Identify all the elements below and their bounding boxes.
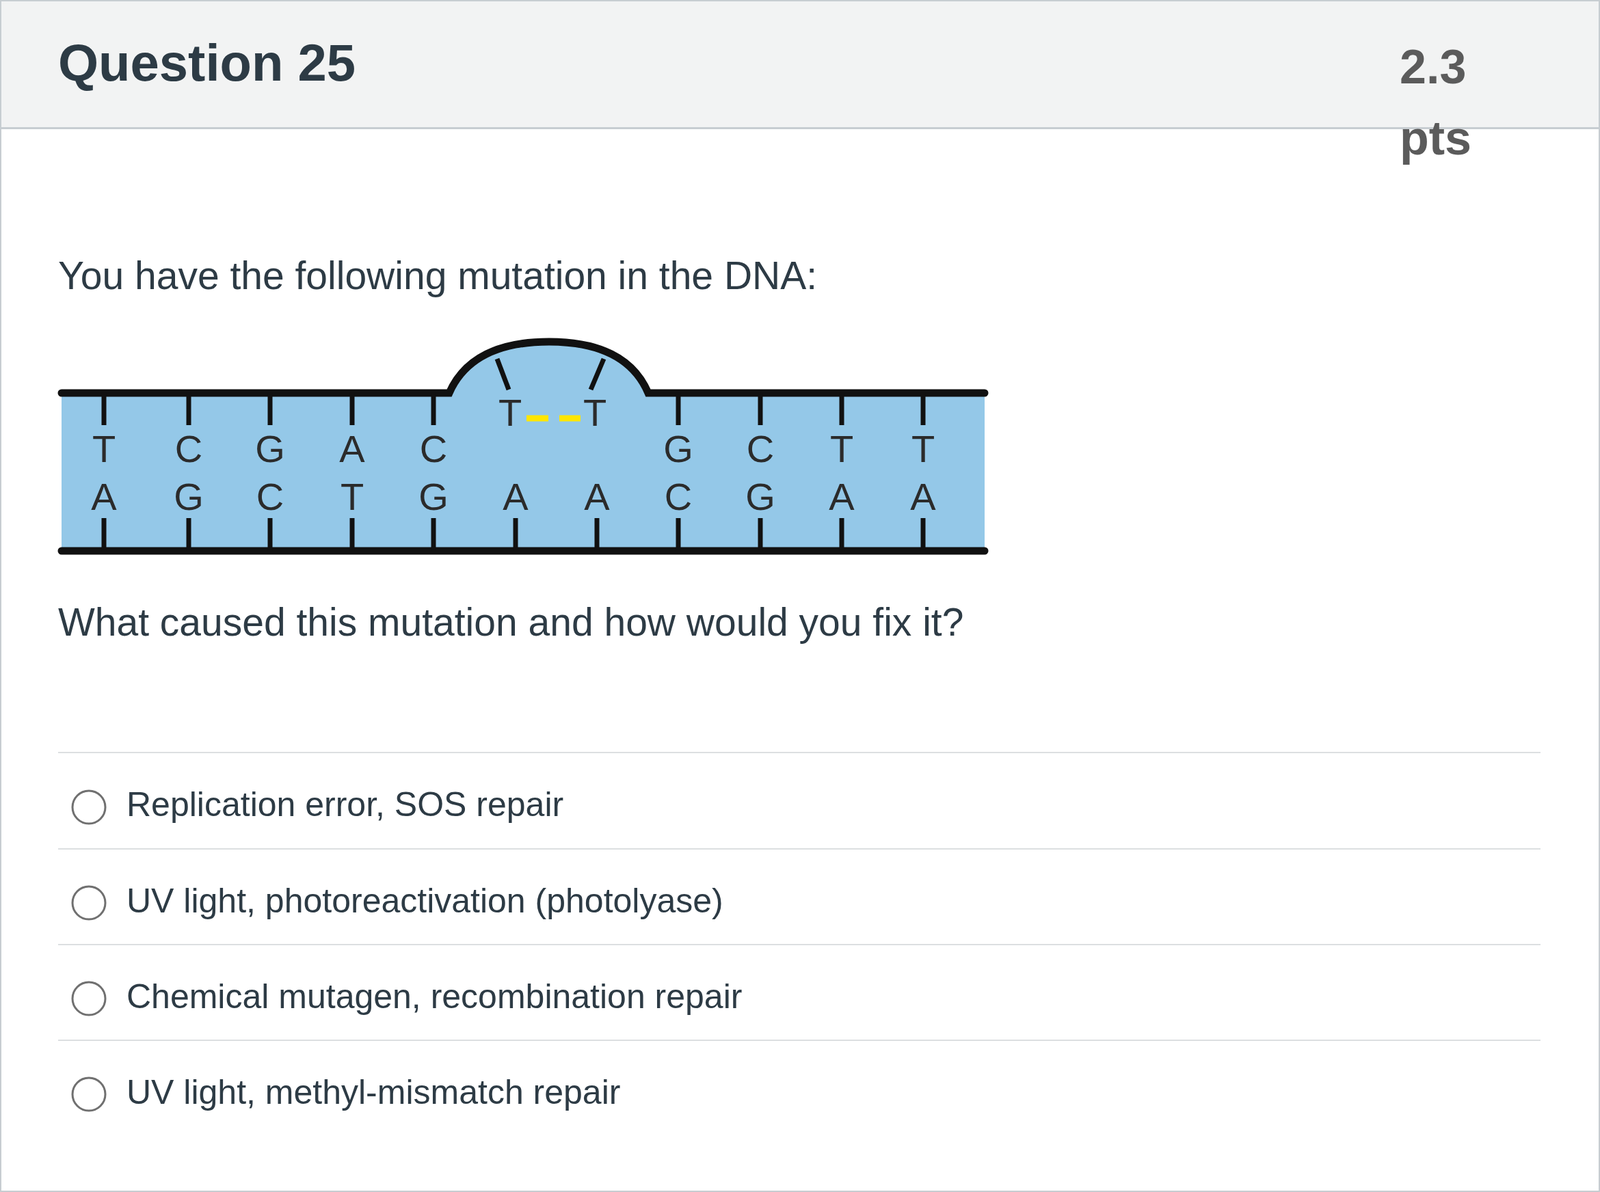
base-letter: A (828, 477, 855, 517)
base-letter: A (502, 477, 528, 517)
base-tick (350, 393, 355, 426)
base-tick (513, 518, 519, 552)
base-tick (101, 393, 107, 426)
base-tick (921, 518, 926, 552)
base-letter: A (910, 477, 936, 517)
base-tick (758, 393, 764, 426)
base-letter: C (419, 430, 448, 469)
base-letter: G (745, 477, 776, 517)
base-letter: T (911, 430, 935, 469)
base-letter: C (256, 477, 284, 517)
base-letter: C (746, 430, 775, 469)
base-tick (268, 393, 273, 426)
base-tick (921, 393, 926, 426)
base-letter: G (418, 477, 449, 517)
base-letter: A (339, 430, 365, 469)
base-tick (839, 518, 845, 552)
base-tick (676, 518, 682, 552)
question-title: Question 25 (58, 31, 356, 94)
base-letter: C (664, 477, 692, 517)
base-letter: A (583, 477, 610, 517)
answer-option: Chemical mutagen, recombination repair (126, 976, 742, 1018)
base-letter: T (498, 393, 522, 433)
base-letter: G (255, 430, 286, 469)
base-letter: G (173, 477, 204, 517)
base-tick (431, 393, 437, 426)
base-tick (268, 518, 273, 552)
base-tick (758, 518, 764, 552)
base-letter: T (830, 430, 854, 469)
answer-option: Replication error, SOS repair (126, 784, 564, 826)
base-tick (676, 393, 682, 426)
base-letter: T (92, 430, 116, 469)
base-letter: C (175, 430, 203, 469)
base-tick (186, 518, 192, 552)
base-tick (594, 518, 600, 552)
base-letter: T (583, 393, 607, 433)
base-letter: G (663, 430, 694, 469)
base-tick (350, 518, 355, 552)
base-tick (839, 393, 845, 426)
question-text: You have the following mutation in the D… (58, 252, 818, 299)
answer-option: UV light, methyl-mismatch repair (126, 1072, 621, 1114)
base-letter: A (90, 477, 117, 517)
base-tick (186, 393, 192, 426)
base-tick (431, 518, 437, 552)
question-text: What caused this mutation and how would … (58, 598, 964, 646)
base-tick (101, 518, 107, 552)
answer-option: UV light, photoreactivation (photolyase) (126, 880, 724, 922)
points-label: 2.3 pts (1399, 31, 1496, 174)
base-letter: T (340, 477, 364, 517)
